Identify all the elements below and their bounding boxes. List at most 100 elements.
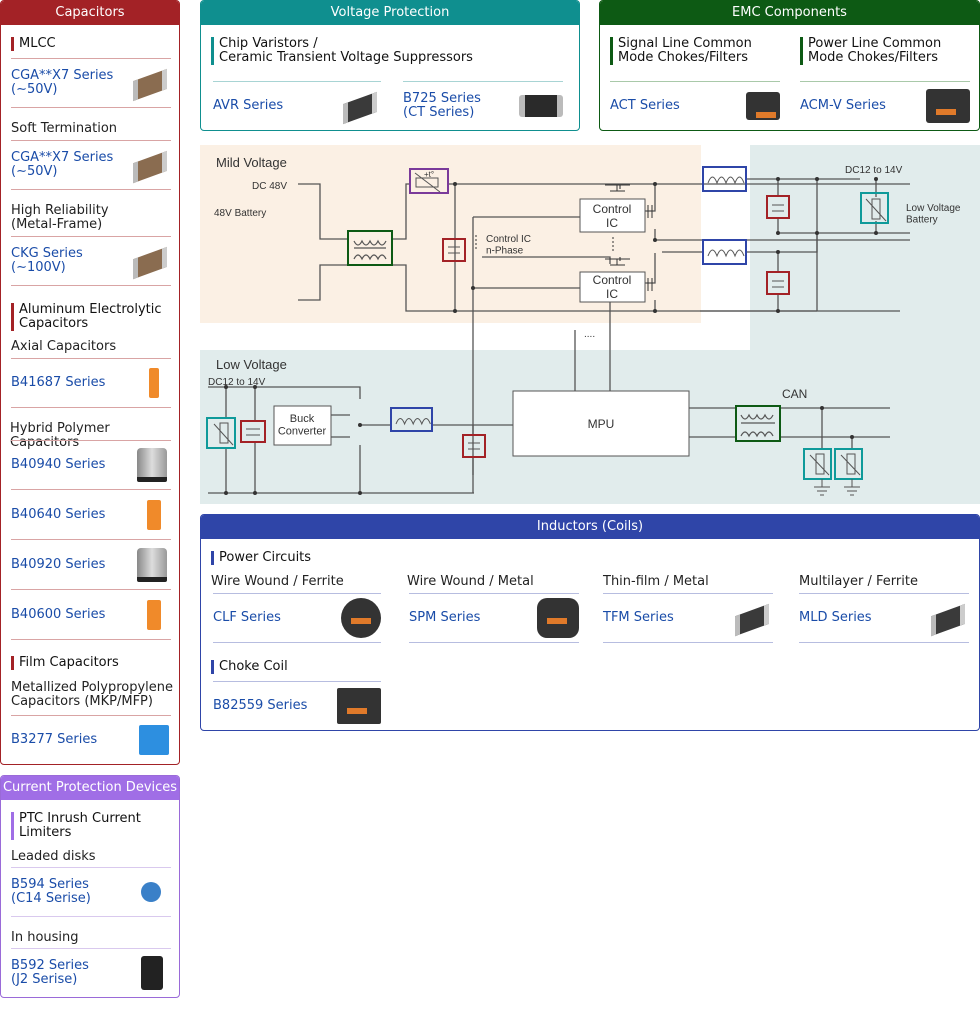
list-item[interactable]: ACM-V Series: [800, 81, 970, 129]
smd-can-image: [137, 547, 167, 582]
b82559-link[interactable]: B82559 Series: [213, 697, 308, 713]
mlcc-metal-frame-image: [127, 246, 171, 280]
mld-link[interactable]: MLD Series: [799, 610, 872, 625]
junction-dots: [224, 177, 878, 495]
varistor-box: [834, 448, 863, 480]
acm-choke-image: [926, 88, 970, 123]
mlcc-chip-image: [127, 150, 171, 184]
b41687-link[interactable]: B41687 Series: [11, 375, 106, 390]
list-item[interactable]: CGA**X7 Series (∼50V): [11, 140, 171, 190]
leaded-disks-label: Leaded disks: [11, 849, 96, 864]
list-item[interactable]: TFM Series: [603, 593, 773, 643]
b725-link[interactable]: B725 Series (CT Series): [403, 90, 481, 120]
b40640-link[interactable]: B40640 Series: [11, 506, 106, 522]
power-line-heading: Power Line Common Mode Chokes/Filters: [800, 37, 941, 65]
list-item[interactable]: B3277 Series: [11, 715, 171, 763]
list-item[interactable]: B40600 Series: [11, 590, 171, 640]
emc-panel: EMC Components Signal Line Common Mode C…: [599, 0, 980, 131]
b82559-choke-image: [337, 687, 381, 724]
signal-common-mode-choke-box: [735, 405, 781, 442]
spm-link[interactable]: SPM Series: [409, 610, 481, 625]
b40940-link[interactable]: B40940 Series: [11, 457, 106, 472]
mld-chip-image: [925, 603, 969, 637]
axial-label: Axial Capacitors: [11, 339, 117, 354]
clf-link[interactable]: CLF Series: [213, 610, 281, 625]
current-protection-header: Current Protection Devices: [1, 776, 179, 800]
thin-film-metal-label: Thin-film / Metal: [603, 574, 709, 589]
list-item[interactable]: B594 Series (C14 Serise): [11, 867, 171, 917]
spm-inductor-image: [537, 598, 579, 638]
b3277-link[interactable]: B3277 Series: [11, 731, 98, 747]
b594-link[interactable]: B594 Series (C14 Serise): [11, 877, 91, 906]
capacitor-box: [766, 195, 790, 219]
clf-inductor-image: [341, 598, 381, 638]
power-circuits-heading: Power Circuits: [211, 551, 311, 565]
signal-line-heading: Signal Line Common Mode Chokes/Filters: [610, 37, 752, 65]
list-item[interactable]: B592 Series (J2 Serise): [11, 948, 171, 996]
list-item[interactable]: B41687 Series: [11, 358, 171, 408]
ckg-link[interactable]: CKG Series (∼100V): [11, 246, 83, 275]
dc12-top-label: DC12 to 14V: [845, 165, 903, 176]
film-heading: Film Capacitors: [11, 656, 119, 670]
list-item[interactable]: MLD Series: [799, 593, 969, 643]
mild-voltage-title: Mild Voltage: [216, 155, 287, 170]
act-link[interactable]: ACT Series: [610, 97, 680, 113]
ptc-heading: PTC Inrush Current Limiters: [11, 812, 141, 840]
list-item[interactable]: B40940 Series: [11, 440, 171, 490]
b592-link[interactable]: B592 Series (J2 Serise): [11, 957, 89, 987]
current-protection-panel: Current Protection Devices PTC Inrush Cu…: [0, 775, 180, 998]
list-item[interactable]: B725 Series (CT Series): [403, 81, 563, 129]
smd-can-image: [137, 448, 167, 482]
acm-v-link[interactable]: ACM-V Series: [800, 97, 886, 113]
control-ic-box: [579, 271, 646, 303]
list-item[interactable]: ACT Series: [610, 81, 780, 129]
axial-capacitor-image: [149, 368, 159, 398]
list-item[interactable]: CKG Series (∼100V): [11, 236, 171, 286]
avr-link[interactable]: AVR Series: [213, 97, 284, 113]
wire-wound-ferrite-label: Wire Wound / Ferrite: [211, 574, 344, 589]
list-item[interactable]: B40640 Series: [11, 490, 171, 540]
list-item[interactable]: CLF Series: [213, 593, 381, 643]
ptc-disk-image: [141, 882, 161, 902]
ptc-housing-image: [141, 955, 163, 990]
b40600-link[interactable]: B40600 Series: [11, 606, 106, 622]
high-reliability-label: High Reliability (Metal-Frame): [11, 203, 109, 232]
inductors-header: Inductors (Coils): [201, 515, 979, 539]
dc12-bottom-label: DC12 to 14V: [208, 377, 266, 388]
film-capacitor-image: [139, 724, 169, 755]
ptc-symbol-label: +t°: [424, 170, 434, 179]
soft-termination-label: Soft Termination: [11, 121, 118, 136]
hybrid-polymer-label: Hybrid Polymer Capacitors: [10, 421, 110, 450]
choke-coil-heading: Choke Coil: [211, 660, 288, 674]
mlcc-heading: MLCC: [11, 37, 56, 51]
tfm-link[interactable]: TFM Series: [603, 610, 674, 625]
power-common-mode-choke-box: [347, 230, 393, 266]
low-voltage-title: Low Voltage: [216, 357, 287, 372]
list-item[interactable]: B82559 Series: [213, 681, 381, 729]
tfm-chip-image: [729, 603, 773, 637]
list-item[interactable]: SPM Series: [409, 593, 579, 643]
ground-symbol: [814, 479, 830, 496]
act-choke-image: [746, 91, 780, 120]
varistor-box: [803, 448, 832, 480]
varistor-heading: Chip Varistors / Ceramic Transient Volta…: [211, 37, 473, 65]
circuit-diagram: Mild Voltage DC 48V 48V Battery +t° Cont…: [200, 145, 980, 504]
inductors-panel: Inductors (Coils) Power Circuits Wire Wo…: [200, 514, 980, 731]
emc-header: EMC Components: [600, 1, 979, 25]
list-item[interactable]: B40920 Series: [11, 540, 171, 590]
inductor-box: [390, 407, 433, 432]
cga-x7-link[interactable]: CGA**X7 Series (∼50V): [11, 68, 114, 97]
inductor-box: [702, 239, 747, 265]
battery48-label: 48V Battery: [214, 208, 266, 219]
mpu-box: [512, 390, 690, 457]
b40920-link[interactable]: B40920 Series: [11, 556, 106, 572]
list-item[interactable]: AVR Series: [213, 81, 381, 129]
cga-x7-soft-link[interactable]: CGA**X7 Series (∼50V): [11, 150, 114, 179]
list-item[interactable]: CGA**X7 Series (∼50V): [11, 58, 171, 108]
capacitor-box: [240, 420, 266, 443]
dc48-label: DC 48V: [252, 181, 287, 192]
voltage-protection-header: Voltage Protection: [201, 1, 579, 25]
